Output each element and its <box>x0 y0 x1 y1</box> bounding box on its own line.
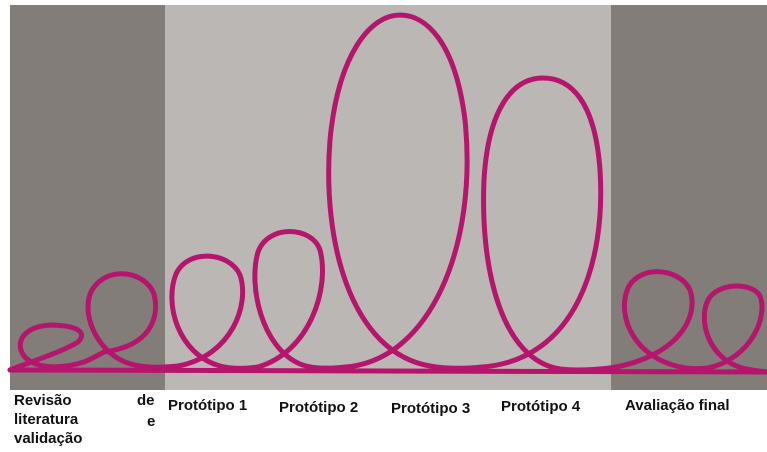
loop-revisao-large <box>85 271 181 370</box>
loop-revisao-small <box>7 322 107 373</box>
loop-prototipo-1 <box>169 253 261 371</box>
label-avaliacao-final: Avaliação final <box>625 397 730 414</box>
label-revisao-line1: Revisão <box>14 392 72 409</box>
label-e: e <box>147 413 156 430</box>
label-prototipo-3: Protótipo 3 <box>391 400 471 417</box>
spiral-baseline <box>7 367 767 375</box>
label-prototipo-4: Protótipo 4 <box>501 398 581 415</box>
label-prototipo-2: Protótipo 2 <box>279 399 359 416</box>
loop-prototipo-2 <box>252 229 349 371</box>
label-revisao-line2: literatura <box>14 411 79 428</box>
loop-prototipo-4 <box>479 75 613 373</box>
background-band-left <box>10 5 165 390</box>
background-band-right <box>611 5 767 390</box>
label-de: de <box>137 392 155 409</box>
label-revisao: Revisão literatura validação <box>14 391 82 448</box>
loop-avaliacao-1 <box>607 269 711 372</box>
label-prototipo-1: Protótipo 1 <box>168 397 248 414</box>
loop-avaliacao-2 <box>701 283 767 375</box>
loop-prototipo-3 <box>326 12 485 371</box>
background-band-middle <box>165 5 611 390</box>
label-revisao-line3: validação <box>14 430 83 447</box>
